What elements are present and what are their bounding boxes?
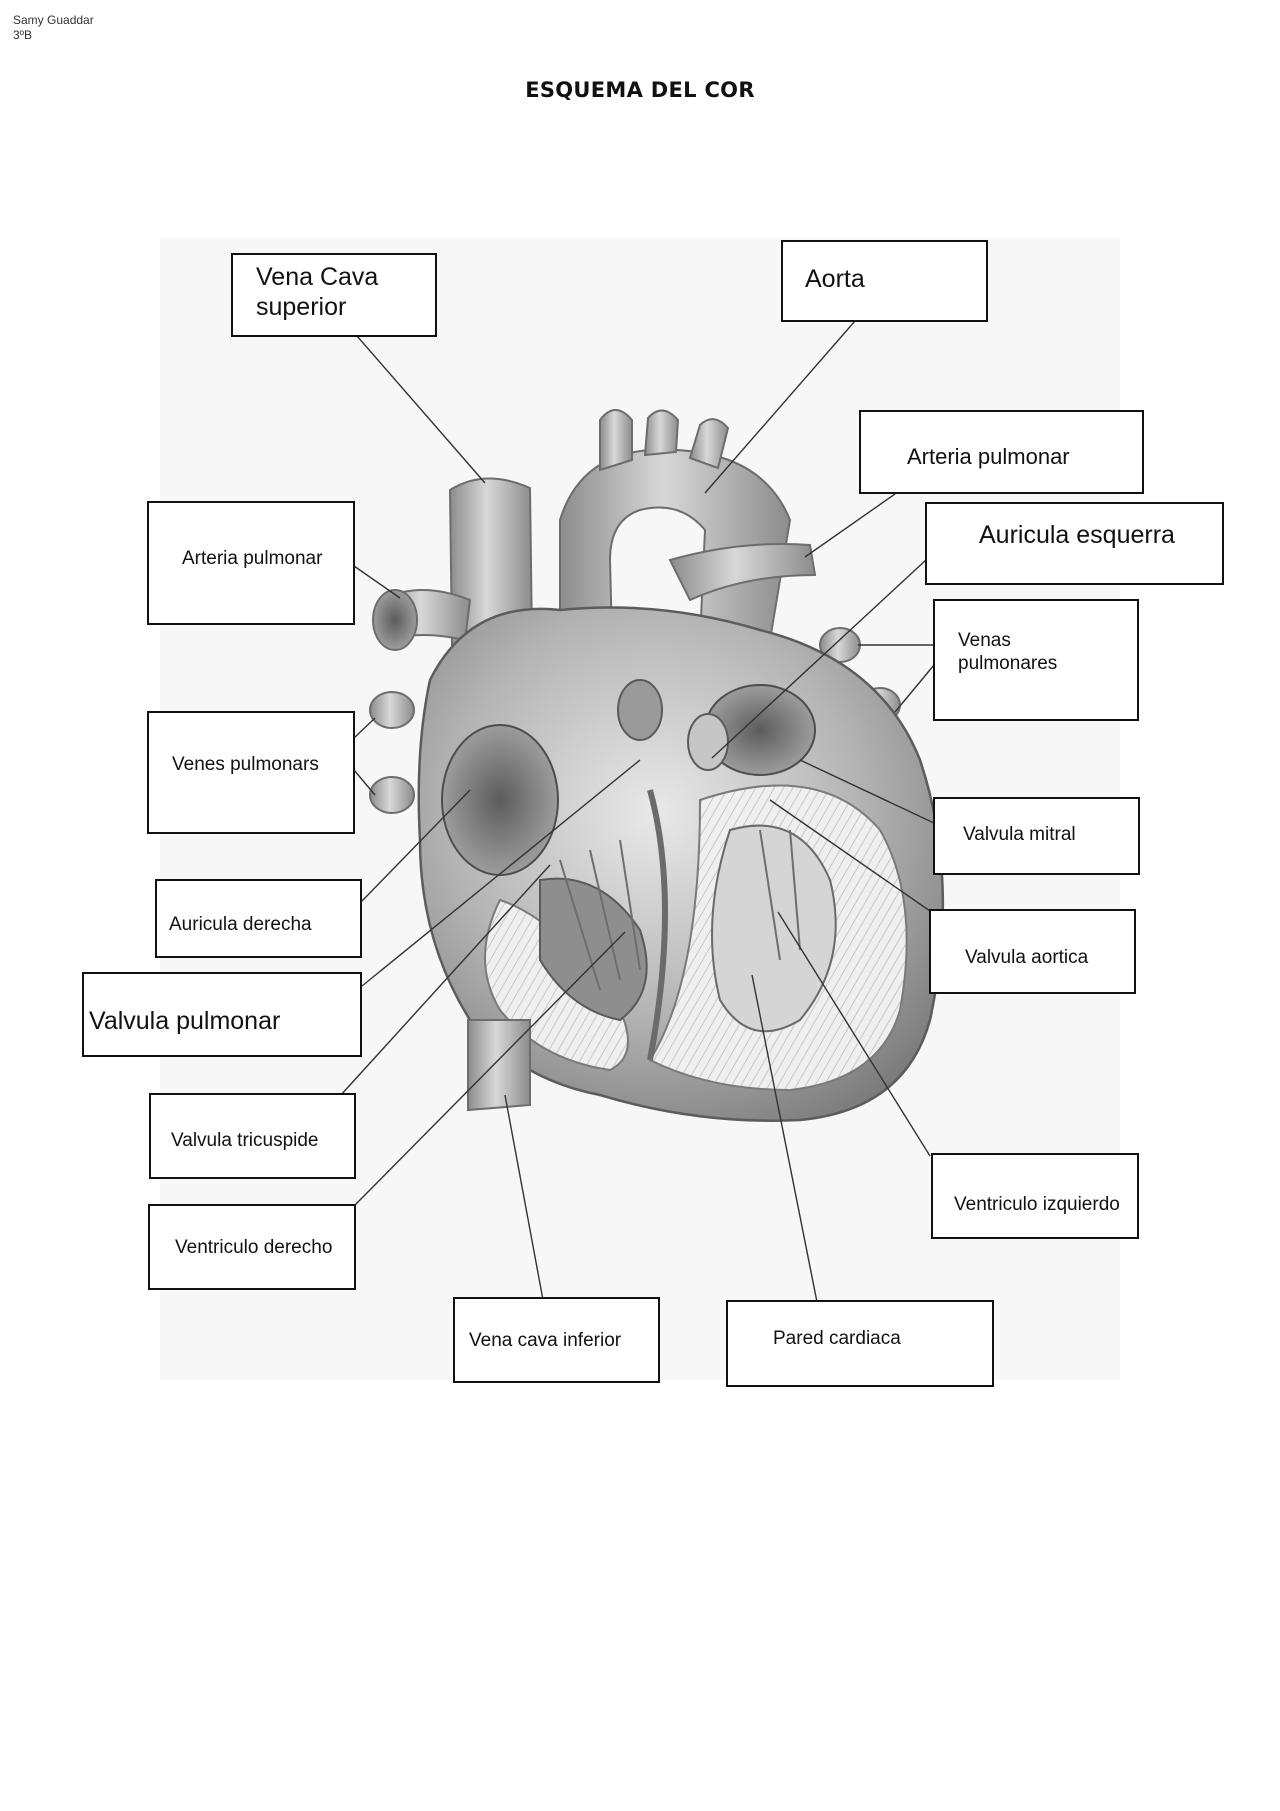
inferior-vena-cava-shape <box>467 1019 531 1112</box>
septum-shape <box>647 789 668 1061</box>
label-pared-cardiaca[interactable]: Pared cardiaca <box>726 1300 994 1387</box>
label-ventriculo-izquierdo[interactable]: Ventriculo izquierdo <box>931 1153 1139 1239</box>
label-text-valvula-pulmonar: Valvula pulmonar <box>89 1007 281 1035</box>
label-text-arteria-pulmonar-left: Arteria pulmonar <box>182 548 323 569</box>
leader-valvula-tricuspide <box>339 864 551 1097</box>
label-text-valvula-mitral: Valvula mitral <box>963 824 1076 845</box>
leader-arteria-pulmonar-left <box>353 565 401 599</box>
label-ventriculo-derecho[interactable]: Ventriculo derecho <box>148 1204 356 1290</box>
right-ventricle-cavity <box>539 877 648 1022</box>
pulmonary-vein-left-lower <box>369 776 415 814</box>
label-text-venes-pulmonars: Venes pulmonars <box>172 754 319 775</box>
aortic-branch-2 <box>643 409 680 457</box>
label-text-auricula-esquerra: Auricula esquerra <box>979 521 1175 549</box>
aortic-valve-shape <box>687 713 729 771</box>
leader-aorta <box>704 320 856 494</box>
label-arteria-pulmonar-right[interactable]: Arteria pulmonar <box>859 410 1144 494</box>
leader-ventriculo-derecho <box>354 931 626 1206</box>
label-valvula-tricuspide[interactable]: Valvula tricuspide <box>149 1093 356 1179</box>
label-aorta[interactable]: Aorta <box>781 240 988 322</box>
chordae-tendineae <box>559 829 801 991</box>
pulmonary-vein-left-upper <box>369 691 415 729</box>
label-text-venas-pulmonares: Venas pulmonares <box>958 630 1058 674</box>
label-auricula-esquerra[interactable]: Auricula esquerra <box>925 502 1224 585</box>
label-vena-cava-superior[interactable]: Vena Cava superior <box>231 253 437 337</box>
aortic-branch-3 <box>688 418 730 470</box>
pulmonary-artery-opening <box>372 589 418 651</box>
leader-valvula-pulmonar <box>361 759 641 987</box>
leader-venas-pulmonares-2 <box>894 664 935 713</box>
label-valvula-aortica[interactable]: Valvula aortica <box>929 909 1136 994</box>
page-title: ESQUEMA DEL COR <box>525 78 755 102</box>
leader-vena-cava-superior <box>356 335 486 484</box>
label-text-arteria-pulmonar-right: Arteria pulmonar <box>907 444 1070 469</box>
author-class: 3ºB <box>13 28 33 42</box>
left-ventricle-cavity <box>711 824 837 1033</box>
leader-arteria-pulmonar-right <box>804 493 896 558</box>
label-text-valvula-tricuspide: Valvula tricuspide <box>171 1130 319 1151</box>
leader-auricula-derecha <box>361 789 471 902</box>
label-text-pared-cardiaca: Pared cardiaca <box>773 1328 901 1349</box>
leader-pared-cardiaca <box>751 974 818 1303</box>
label-vena-cava-inferior[interactable]: Vena cava inferior <box>453 1297 660 1383</box>
author-name: Samy Guaddar <box>13 13 94 27</box>
label-arteria-pulmonar-left[interactable]: Arteria pulmonar <box>147 501 355 625</box>
label-valvula-pulmonar[interactable]: Valvula pulmonar <box>82 972 362 1057</box>
label-venes-pulmonars[interactable]: Venes pulmonars <box>147 711 355 834</box>
label-text-vena-cava-superior: Vena Cava superior <box>256 263 379 321</box>
label-venas-pulmonares[interactable]: Venas pulmonares <box>933 599 1139 721</box>
aortic-branch-1 <box>599 409 633 472</box>
label-auricula-derecha[interactable]: Auricula derecha <box>155 879 362 958</box>
label-text-vena-cava-inferior: Vena cava inferior <box>469 1330 622 1351</box>
leader-ventriculo-izquierdo <box>777 911 931 1157</box>
pulmonary-trunk-right <box>668 543 817 602</box>
label-text-ventriculo-izquierdo: Ventriculo izquierdo <box>954 1194 1120 1215</box>
label-text-valvula-aortica: Valvula aortica <box>965 947 1089 968</box>
label-text-aorta: Aorta <box>805 265 865 293</box>
leader-vena-cava-inferior <box>504 1094 544 1301</box>
leader-lines <box>339 320 935 1303</box>
leader-valvula-aortica <box>769 799 931 912</box>
label-text-auricula-derecha: Auricula derecha <box>169 914 312 935</box>
author-info: Samy Guaddar 3ºB <box>13 13 94 43</box>
pulmonary-valve-shape <box>617 679 663 741</box>
leader-auricula-esquerra <box>711 559 927 759</box>
leader-venes-pulmonars-2 <box>353 769 376 796</box>
right-atrium-cavity <box>441 724 559 876</box>
label-valvula-mitral[interactable]: Valvula mitral <box>933 797 1140 875</box>
label-text-ventriculo-derecho: Ventriculo derecho <box>175 1237 333 1258</box>
leader-venes-pulmonars-1 <box>353 717 376 739</box>
leader-valvula-mitral <box>799 759 935 824</box>
